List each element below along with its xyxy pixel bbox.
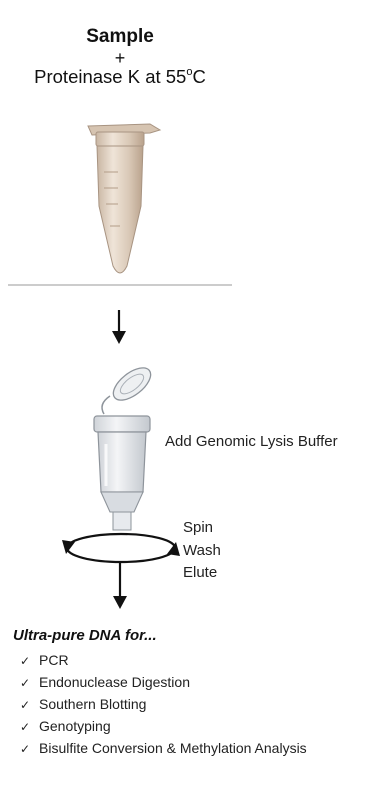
list-item-label: Genotyping bbox=[39, 718, 111, 734]
check-icon: ✓ bbox=[20, 695, 39, 716]
check-icon: ✓ bbox=[20, 651, 39, 672]
check-icon: ✓ bbox=[20, 717, 39, 738]
uses-list: ✓PCR ✓Endonuclease Digestion ✓Southern B… bbox=[20, 650, 307, 760]
list-item-label: PCR bbox=[39, 652, 69, 668]
uses-title: Ultra-pure DNA for... bbox=[13, 627, 157, 644]
check-icon: ✓ bbox=[20, 673, 39, 694]
list-item-label: Bisulfite Conversion & Methylation Analy… bbox=[39, 740, 307, 756]
elute-label: Elute bbox=[183, 564, 217, 581]
check-icon: ✓ bbox=[20, 739, 39, 760]
lysis-buffer-label: Add Genomic Lysis Buffer bbox=[165, 433, 338, 450]
list-item-label: Southern Blotting bbox=[39, 696, 146, 712]
down-arrow-icon bbox=[113, 562, 127, 609]
list-item: ✓Endonuclease Digestion bbox=[20, 672, 307, 694]
list-item: ✓Genotyping bbox=[20, 716, 307, 738]
spin-label: Spin bbox=[183, 519, 213, 536]
microcentrifuge-tube bbox=[88, 124, 160, 273]
spin-column bbox=[94, 362, 156, 530]
list-item: ✓Bisulfite Conversion & Methylation Anal… bbox=[20, 738, 307, 760]
down-arrow-icon bbox=[112, 310, 126, 344]
wash-label: Wash bbox=[183, 542, 221, 559]
list-item-label: Endonuclease Digestion bbox=[39, 674, 190, 690]
list-item: ✓Southern Blotting bbox=[20, 694, 307, 716]
rotation-arrow-icon bbox=[62, 534, 180, 562]
list-item: ✓PCR bbox=[20, 650, 307, 672]
